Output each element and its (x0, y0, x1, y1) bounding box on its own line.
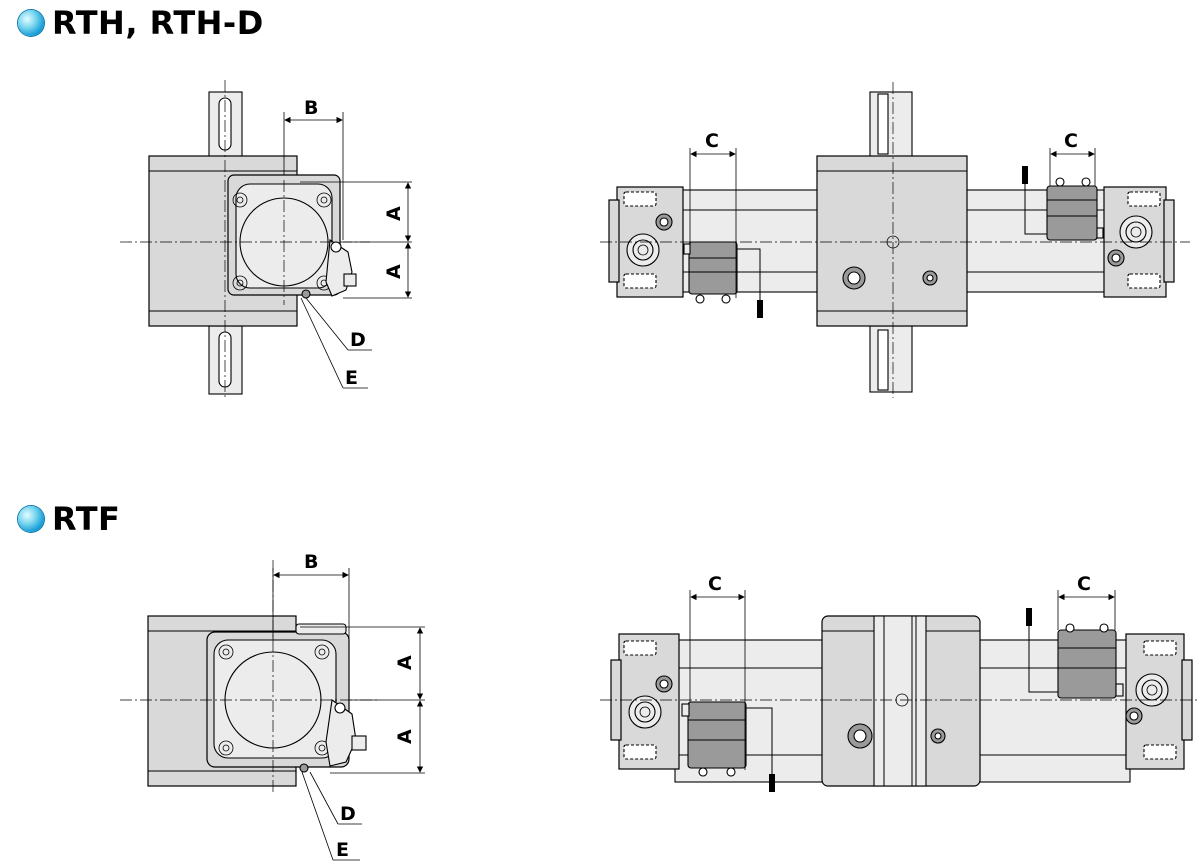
rtf-side-view: C C (600, 573, 1200, 792)
rtf-switch-right (1057, 629, 1117, 699)
bullet-icon (18, 10, 44, 36)
section-title-rtf-text: RTF (52, 500, 121, 538)
rtf-dim-c-label-2: C (1077, 573, 1091, 595)
rtf-end-view: B A A D E (120, 551, 425, 861)
rtf-dim-a-label-1: A (394, 655, 416, 670)
rtf-dim-a-label-2: A (394, 729, 416, 744)
dim-a-label-1: A (383, 206, 405, 221)
rtf-flange (873, 615, 927, 787)
rtf-dim-d-label: D (340, 803, 356, 825)
dim-c-label-1: C (705, 130, 719, 152)
rth-side-shaft-bottom (869, 325, 913, 393)
section-title-rtf: RTF (18, 500, 120, 538)
rth-center-body (816, 155, 968, 327)
rtf-dim-e-label: E (336, 839, 349, 861)
rtf-dim-b-label: B (304, 551, 318, 573)
rtf-dim-c-label-1: C (708, 573, 722, 595)
rtf-tube-right (974, 639, 1131, 783)
section-title-rth-text: RTH, RTH-D (52, 4, 264, 42)
dim-e-label: E (345, 367, 358, 389)
rth-end-view: B A A D E (120, 80, 412, 400)
dim-c-label-2: C (1064, 130, 1078, 152)
dim-d-label: D (350, 329, 366, 351)
section-title-rth: RTH, RTH-D (18, 4, 264, 42)
rth-switch-right (1046, 185, 1098, 241)
rth-switch-left (688, 241, 738, 295)
dim-a-label-2: A (383, 264, 405, 279)
dim-b-label: B (304, 97, 318, 119)
rth-side-shaft-top (869, 91, 913, 159)
bullet-icon (18, 506, 44, 532)
rtf-sensor-clip (325, 699, 357, 767)
rth-side-view: C C (600, 82, 1190, 398)
rtf-switch-left (687, 701, 747, 769)
